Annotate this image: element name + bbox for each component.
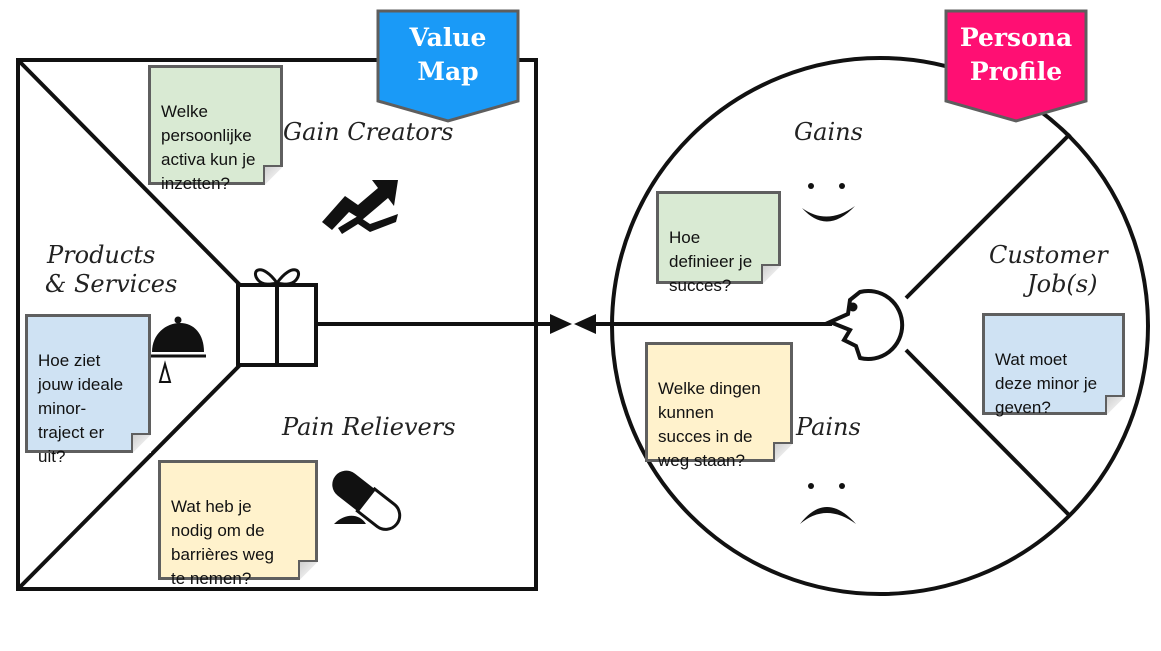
note-fold-icon	[1105, 395, 1125, 415]
products-note-text: Hoe ziet jouw ideale minor- traject er u…	[38, 351, 124, 466]
note-fold-icon	[298, 560, 318, 580]
customer-jobs-label-line1: Customer	[989, 241, 1108, 269]
note-fold-icon	[773, 442, 793, 462]
pain-relievers-note-text: Wat heb je nodig om de barrières weg te …	[171, 497, 274, 588]
pain-relievers-label: Pain Relievers	[282, 413, 456, 441]
pill-icon	[332, 470, 402, 531]
trend-up-icon	[322, 180, 398, 234]
gift-icon	[236, 268, 318, 367]
customer-jobs-label-line2: Job(s)	[1027, 270, 1098, 298]
note-fold-icon	[761, 264, 781, 284]
frown-icon	[800, 483, 856, 524]
persona-circle	[610, 56, 1150, 596]
smiley-icon	[802, 183, 855, 222]
value-map-banner	[376, 9, 520, 123]
pains-note-text: Welke dingen kunnen succes in de weg sta…	[658, 379, 761, 470]
persona-profile-banner-label: Persona Profile	[959, 23, 1073, 86]
pains-label: Pains	[796, 413, 861, 441]
products-services-label-line2: & Services	[45, 270, 178, 298]
persona-profile-banner	[944, 9, 1088, 123]
pain-relievers-note: Wat heb je nodig om de barrières weg te …	[158, 460, 318, 588]
gain-creators-note-text: Welke persoonlijke activa kun je inzette…	[161, 102, 256, 193]
products-services-label-line1: Products	[47, 241, 156, 269]
note-fold-icon	[263, 165, 283, 185]
cloche-icon	[146, 316, 206, 383]
value-map-banner-label: Value Map	[409, 23, 487, 86]
pains-note: Welke dingen kunnen succes in de weg sta…	[645, 342, 793, 470]
products-note: Hoe ziet jouw ideale minor- traject er u…	[25, 314, 151, 466]
person-head-icon	[824, 289, 905, 361]
gains-label: Gains	[794, 118, 863, 146]
customer-jobs-note-text: Wat moet deze minor je geven?	[995, 350, 1098, 417]
gain-creators-note: Welke persoonlijke activa kun je inzette…	[148, 65, 283, 193]
gain-creators-label: Gain Creators	[283, 118, 454, 146]
gains-note-text: Hoe definieer je succes?	[669, 228, 753, 295]
connector-arrows	[316, 314, 832, 334]
gains-note: Hoe definieer je succes?	[656, 191, 781, 295]
note-fold-icon	[131, 433, 151, 453]
customer-jobs-note: Wat moet deze minor je geven?	[982, 313, 1125, 417]
